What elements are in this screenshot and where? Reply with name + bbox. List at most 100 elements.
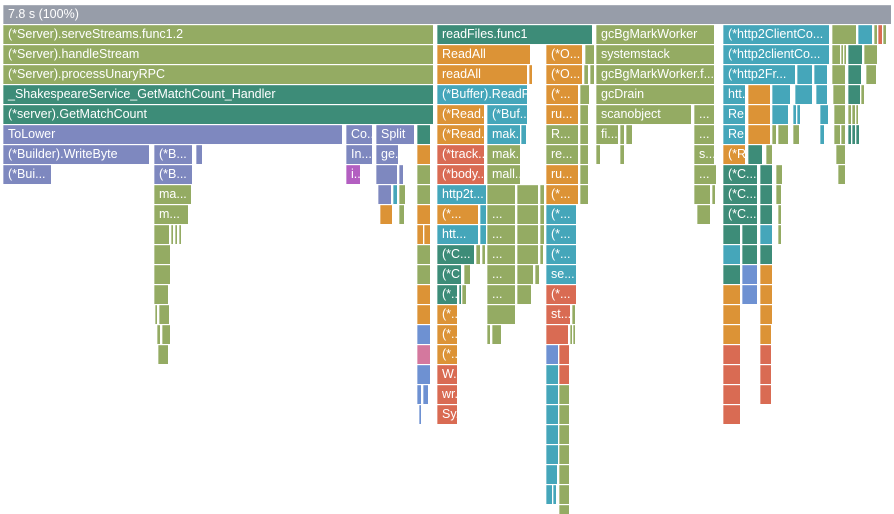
flame-bar[interactable]: (*... <box>437 305 457 324</box>
flame-bar-unlabeled[interactable] <box>487 185 515 204</box>
flame-bar-unlabeled[interactable] <box>760 345 771 364</box>
flame-bar-unlabeled[interactable] <box>378 185 391 204</box>
flame-bar-unlabeled[interactable] <box>760 165 772 184</box>
flame-bar-unlabeled[interactable] <box>580 105 588 124</box>
flame-bar-unlabeled[interactable] <box>580 125 588 144</box>
flame-bar-unlabeled[interactable] <box>546 345 558 364</box>
flame-bar[interactable]: s... <box>694 145 714 164</box>
flame-bar-unlabeled[interactable] <box>760 305 772 324</box>
flame-bar-unlabeled[interactable] <box>175 225 177 244</box>
flame-bar[interactable]: (*R... <box>723 145 745 164</box>
flame-bar-unlabeled[interactable] <box>841 45 843 64</box>
flame-bar-unlabeled[interactable] <box>793 105 796 124</box>
flame-bar-unlabeled[interactable] <box>878 25 882 44</box>
flame-bar-unlabeled[interactable] <box>742 245 757 264</box>
flame-bar-unlabeled[interactable] <box>417 125 430 144</box>
flame-bar-unlabeled[interactable] <box>748 105 770 124</box>
flame-bar-unlabeled[interactable] <box>517 225 538 244</box>
flame-bar[interactable]: ToLower <box>3 125 342 144</box>
flame-bar[interactable]: st... <box>546 305 570 324</box>
flame-bar[interactable]: re... <box>546 145 578 164</box>
flame-bar-unlabeled[interactable] <box>861 85 864 104</box>
flame-bar-unlabeled[interactable] <box>546 325 568 344</box>
flame-bar-unlabeled[interactable] <box>376 165 397 184</box>
flame-bar[interactable]: (*Buf... <box>487 105 527 124</box>
flame-bar-unlabeled[interactable] <box>572 305 575 324</box>
flame-bar-unlabeled[interactable] <box>723 385 740 404</box>
flame-bar[interactable]: (*... <box>437 345 457 364</box>
flame-bar-unlabeled[interactable] <box>393 185 397 204</box>
flame-bar-unlabeled[interactable] <box>154 265 170 284</box>
flame-bar-unlabeled[interactable] <box>559 385 569 404</box>
flame-bar-unlabeled[interactable] <box>883 25 886 44</box>
flame-bar-unlabeled[interactable] <box>546 465 557 484</box>
flame-bar-unlabeled[interactable] <box>159 305 169 324</box>
flame-bar-unlabeled[interactable] <box>580 85 589 104</box>
flame-bar-unlabeled[interactable] <box>834 125 840 144</box>
flame-bar-unlabeled[interactable] <box>171 225 173 244</box>
flame-bar-unlabeled[interactable] <box>559 365 569 384</box>
flame-bar-unlabeled[interactable] <box>459 285 461 304</box>
flame-bar-unlabeled[interactable] <box>553 485 556 504</box>
flame-bar[interactable]: (*... <box>546 85 578 104</box>
flame-bar[interactable]: se... <box>546 265 576 284</box>
flame-bar-unlabeled[interactable] <box>723 285 740 304</box>
flame-bar-unlabeled[interactable] <box>848 65 861 84</box>
flame-bar-unlabeled[interactable] <box>540 245 543 264</box>
flame-bar[interactable]: (*B... <box>154 145 192 164</box>
flame-bar-unlabeled[interactable] <box>580 185 588 204</box>
flame-bar[interactable]: ReadAll <box>437 45 530 64</box>
flame-bar-unlabeled[interactable] <box>417 325 430 344</box>
flame-bar[interactable]: (*... <box>437 205 478 224</box>
flame-bar[interactable]: Re... <box>723 105 745 124</box>
flame-bar-unlabeled[interactable] <box>580 145 588 164</box>
flame-bar-unlabeled[interactable] <box>480 205 486 224</box>
flame-bar-unlabeled[interactable] <box>866 65 876 84</box>
flame-bar-unlabeled[interactable] <box>848 85 860 104</box>
flame-bar-unlabeled[interactable] <box>154 245 170 264</box>
flame-bar[interactable]: (*Read... <box>437 105 484 124</box>
flame-bar-unlabeled[interactable] <box>154 285 168 304</box>
flame-bar-unlabeled[interactable] <box>723 345 740 364</box>
flame-bar-unlabeled[interactable] <box>417 165 430 184</box>
flame-bar[interactable]: (*... <box>546 185 578 204</box>
flame-bar[interactable]: (*... <box>546 245 576 264</box>
flame-bar[interactable]: (*C... <box>723 165 757 184</box>
flame-bar-unlabeled[interactable] <box>723 245 740 264</box>
flame-bar-unlabeled[interactable] <box>540 205 544 224</box>
flame-bar[interactable]: Co... <box>346 125 372 144</box>
flame-bar-unlabeled[interactable] <box>858 25 872 44</box>
flame-bar[interactable]: (*Server).processUnaryRPC <box>3 65 433 84</box>
flame-bar-unlabeled[interactable] <box>570 325 572 344</box>
flame-bar-unlabeled[interactable] <box>766 145 772 164</box>
flame-bar-unlabeled[interactable] <box>517 285 531 304</box>
flame-bar[interactable]: i... <box>346 165 360 184</box>
flame-bar-unlabeled[interactable] <box>742 265 757 284</box>
flame-bar-unlabeled[interactable] <box>417 305 430 324</box>
flame-bar-unlabeled[interactable] <box>417 385 421 404</box>
flame-bar-unlabeled[interactable] <box>546 425 558 444</box>
flame-bar-unlabeled[interactable] <box>848 125 851 144</box>
flame-bar[interactable]: (*Builder).WriteByte <box>3 145 149 164</box>
flame-bar-unlabeled[interactable] <box>559 445 569 464</box>
flame-bar[interactable]: (*Server).serveStreams.func1.2 <box>3 25 433 44</box>
flame-bar[interactable]: ... <box>487 285 515 304</box>
flame-bar[interactable]: gcBgMarkWorker <box>596 25 714 44</box>
flame-bar-unlabeled[interactable] <box>723 225 740 244</box>
flame-bar[interactable]: ru... <box>546 165 578 184</box>
flame-bar-unlabeled[interactable] <box>836 145 845 164</box>
flame-bar-unlabeled[interactable] <box>820 105 828 124</box>
flame-bar-unlabeled[interactable] <box>760 265 772 284</box>
flame-bar-unlabeled[interactable] <box>723 405 740 424</box>
flame-bar-unlabeled[interactable] <box>417 345 430 364</box>
flame-bar-unlabeled[interactable] <box>584 65 588 84</box>
flame-bar-unlabeled[interactable] <box>760 185 772 204</box>
flame-bar[interactable]: (*Bui... <box>3 165 51 184</box>
flame-bar-unlabeled[interactable] <box>848 45 862 64</box>
flame-bar[interactable]: (*Read... <box>437 125 484 144</box>
flame-bar-unlabeled[interactable] <box>833 85 845 104</box>
flame-bar-unlabeled[interactable] <box>559 405 569 424</box>
flame-bar-unlabeled[interactable] <box>723 305 740 324</box>
flame-bar-unlabeled[interactable] <box>487 305 515 324</box>
flame-bar-unlabeled[interactable] <box>423 385 428 404</box>
